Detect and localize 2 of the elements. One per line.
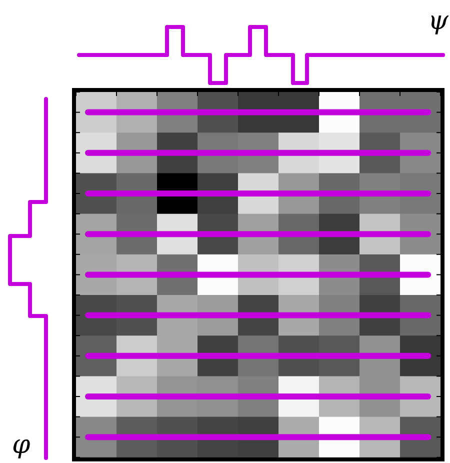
axis-symbol: φ <box>12 432 30 458</box>
axis-symbol: ψ <box>428 8 448 34</box>
